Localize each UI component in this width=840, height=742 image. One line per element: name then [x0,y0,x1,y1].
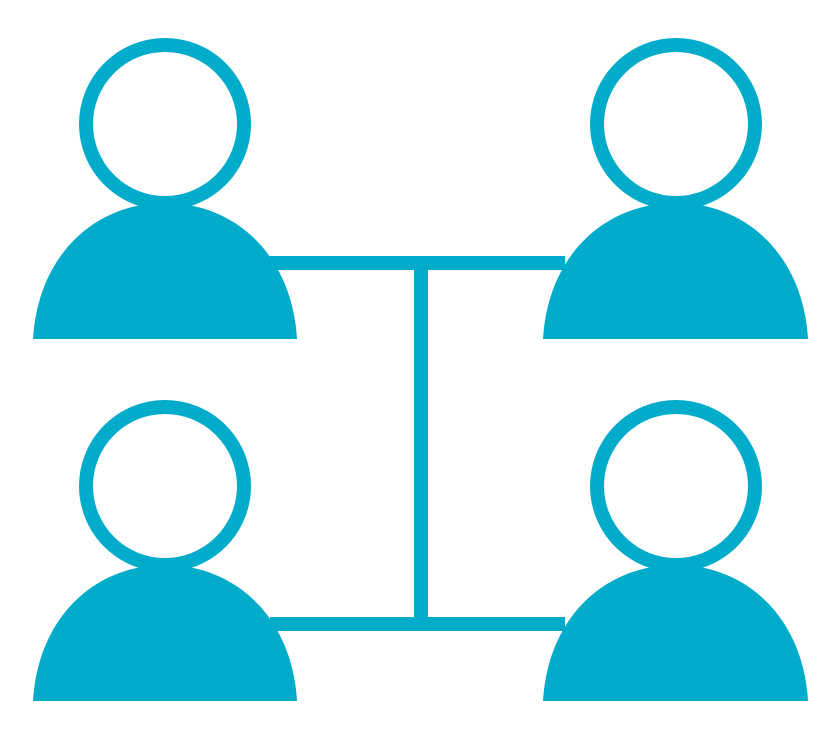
person-bottom-right-icon [543,400,808,701]
person-head [79,38,251,210]
person-head [590,38,762,210]
person-body [33,203,297,339]
person-body [543,203,808,339]
connector-lines [270,256,565,631]
person-top-left-icon [33,38,297,339]
person-head [590,400,762,572]
person-bottom-left-icon [33,400,297,701]
person-body [543,565,808,701]
person-top-right-icon [543,38,808,339]
person-body [33,565,297,701]
person-head [79,400,251,572]
